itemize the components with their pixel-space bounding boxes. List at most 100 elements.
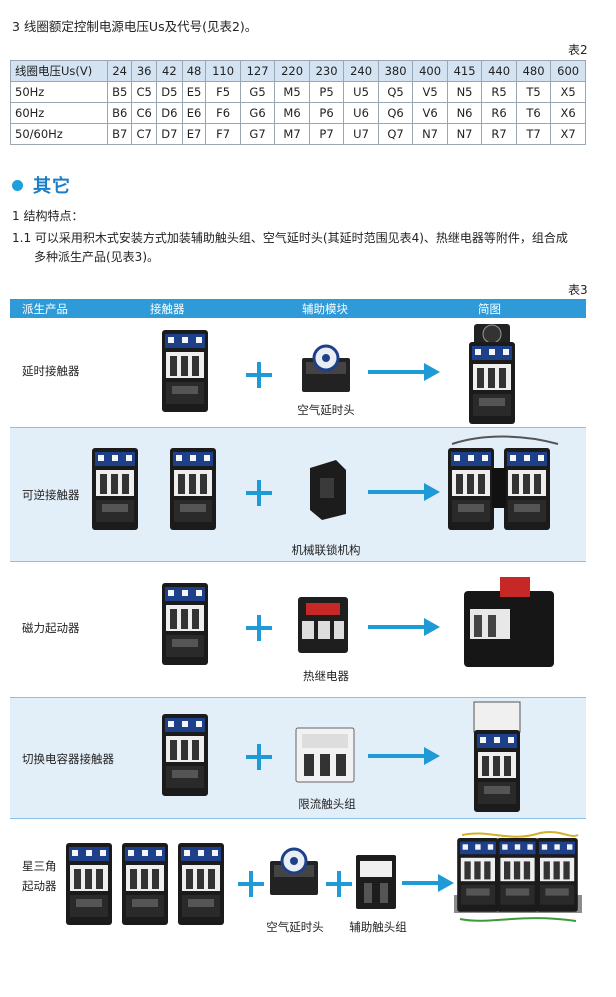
plus-icon [246,744,272,770]
table-cell: X7 [550,123,586,145]
table-cell: X5 [550,81,586,103]
table-cell: D5 [155,81,183,103]
structure-title: 1 结构特点： [12,209,84,223]
table-cell: R5 [481,81,517,103]
table-cell: D7 [155,123,183,145]
table-header-cell: 42 [155,60,183,82]
derived-row-delay-contactor: 延时接触器 空气延时头 [10,322,586,425]
table-header-cell: 600 [550,60,586,82]
table-cell: E6 [181,102,207,124]
column-header: 辅助模块 [302,302,348,316]
derived-row-capacitor-contactor: 切换电容器接触器 限流触头组 [10,697,586,819]
table-header-cell: 440 [481,60,517,82]
product-name: 磁力起动器 [22,621,80,635]
air-delay-head-icon [270,847,318,895]
contactor-icon [170,448,216,530]
plus-icon [326,871,352,897]
table-cell: U5 [343,81,379,103]
column-header: 接触器 [150,302,185,316]
table-header-cell: 230 [308,60,345,82]
current-limiting-contact-icon [295,727,355,783]
table-cell: V5 [412,81,448,103]
contactor-icon [162,583,208,665]
table-cell: R6 [481,102,517,124]
structure-item-line1: 1.1 可以采用积木式安装方式加装辅助触头组、空气延时头(其延时范围见表4)、热… [12,231,568,245]
table-cell: C5 [131,81,157,103]
contactor-icon [162,714,208,796]
table-header-cell: 线圈电压Us(V) [10,60,108,82]
arrow-right-icon [368,747,440,765]
table-header-cell: 220 [274,60,310,82]
table-header-cell: 110 [205,60,241,82]
contactor-icon [92,448,138,530]
table-cell: T6 [515,102,552,124]
structure-item-line2: 多种派生产品(见表3)。 [34,250,159,264]
contactor-icon [66,843,112,925]
table-row: 60Hz B6 C6 D6 E6 F6 G6 M6 P6 U6 Q6 V6 N6… [10,102,586,124]
table-cell: B7 [106,123,133,145]
plus-icon [246,480,272,506]
product-name: 延时接触器 [22,364,80,378]
plus-icon [246,615,272,641]
section-heading: 其它 [12,172,71,198]
derived-row-star-delta-starter: 星三角 起动器 空气延时头 辅助触头组 [10,821,586,939]
table-header-cell: 48 [181,60,207,82]
derived-row-reversing-contactor: 可逆接触器 机械联锁机构 [10,427,586,562]
table-cell: M6 [274,102,310,124]
star-delta-starter-assembly-icon [454,831,582,922]
arrow-right-icon [402,874,454,892]
table-cell: 50/60Hz [10,123,108,145]
table-cell: R7 [481,123,517,145]
capacitor-contactor-assembly-icon [473,701,521,812]
table-header-cell: 400 [412,60,448,82]
table-cell: 50Hz [10,81,108,103]
table-cell: F6 [205,102,241,124]
table-cell: N7 [412,123,448,145]
table-cell: E5 [181,81,207,103]
table-header-cell: 240 [343,60,379,82]
table-cell: V6 [412,102,448,124]
table-header-row: 线圈电压Us(V) 24 36 42 48 110 127 220 230 24… [10,60,586,82]
table-cell: D6 [155,102,183,124]
table-cell: T7 [515,123,552,145]
table-row: 50Hz B5 C5 D5 E5 F5 G5 M5 P5 U5 Q5 V5 N5… [10,81,586,103]
derived-row-magnetic-starter: 磁力起动器 热继电器 [10,563,586,693]
table-cell: B6 [106,102,133,124]
contactor-icon [122,843,168,925]
product-name: 切换电容器接触器 [22,752,114,766]
table-cell: Q6 [377,102,414,124]
plus-icon [246,362,272,388]
thermal-relay-icon [298,597,348,653]
product-name-line1: 星三角 [22,859,57,873]
table-cell: G5 [239,81,276,103]
table-cell: Q7 [377,123,414,145]
reversing-contactor-assembly-icon [448,435,559,530]
module-caption: 热继电器 [303,669,349,683]
module-caption: 限流触头组 [298,797,356,811]
delay-contactor-assembly-icon [469,324,515,424]
heading-text: 其它 [33,176,71,197]
module-caption: 辅助触头组 [349,920,407,934]
table-header-cell: 24 [106,60,133,82]
table-header-cell: 480 [515,60,552,82]
coil-voltage-table: 线圈电压Us(V) 24 36 42 48 110 127 220 230 24… [10,60,586,145]
arrow-right-icon [368,363,440,381]
table-row: 50/60Hz B7 C7 D7 E7 F7 G7 M7 P7 U7 Q7 N7… [10,123,586,145]
table3-header: 派生产品 接触器 辅助模块 简图 [10,299,586,318]
module-caption: 空气延时头 [297,403,355,417]
auxiliary-contact-icon [356,855,396,909]
table-cell: 60Hz [10,102,108,124]
table-cell: F7 [205,123,241,145]
table-cell: N7 [446,123,483,145]
table-cell: U7 [343,123,379,145]
table-cell: X6 [550,102,586,124]
table-cell: U6 [343,102,379,124]
module-caption: 空气延时头 [266,920,324,934]
table-cell: E7 [181,123,207,145]
arrow-right-icon [368,618,440,636]
table-header-cell: 127 [239,60,276,82]
table-cell: F5 [205,81,241,103]
table-header-cell: 36 [131,60,157,82]
table-cell: G6 [239,102,276,124]
table-cell: P6 [308,102,345,124]
